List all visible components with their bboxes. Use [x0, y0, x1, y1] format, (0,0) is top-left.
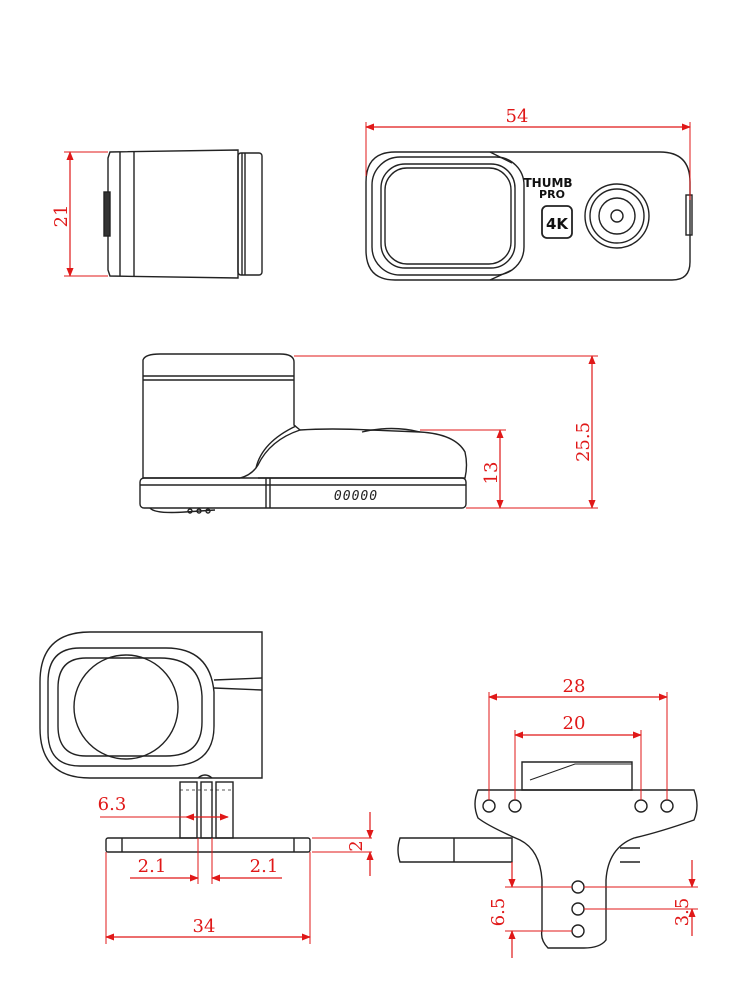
bracket-hole-span-label: 6.5	[488, 898, 509, 927]
profile-total-height-dimension: 25.5	[294, 355, 598, 509]
bracket-view	[397, 761, 698, 949]
product-logo-line2: PRO	[539, 188, 565, 201]
leg-width-dimensions: 2.1 2.1	[130, 838, 282, 884]
bracket-inner-holes-label: 20	[563, 713, 586, 734]
bracket-hole-pitch-label: 3.5	[672, 898, 693, 927]
plate-thickness-label: 2	[346, 840, 367, 851]
base-width-label: 34	[193, 916, 216, 937]
mount-gap-dimension: 6.3	[98, 794, 229, 821]
bracket-hole-pitch-dimension: 3.5	[584, 860, 698, 936]
profile-total-height-label: 25.5	[573, 422, 594, 462]
front-width-label: 54	[506, 106, 529, 127]
base-width-dimension: 34	[105, 852, 311, 944]
bracket-outer-holes-label: 28	[563, 676, 586, 697]
bracket-hole-span-dimension: 6.5	[488, 862, 572, 958]
profile-view	[139, 353, 468, 514]
front-width-dimension: 54	[365, 106, 691, 200]
right-leg-label: 2.1	[250, 856, 279, 877]
vent-slots: 00000	[334, 489, 378, 504]
profile-body-height-dimension: 13	[420, 429, 506, 509]
bracket-outer-holes-dimension: 28	[488, 676, 668, 800]
mount-gap-label: 6.3	[98, 794, 127, 815]
side-height-label: 21	[51, 205, 72, 228]
front-view	[365, 151, 693, 281]
left-leg-label: 2.1	[138, 856, 167, 877]
bracket-inner-holes-dimension: 20	[514, 713, 642, 800]
profile-body-height-label: 13	[481, 462, 502, 485]
product-logo-line1: THUMB	[523, 176, 572, 190]
plate-thickness-dimension: 2	[312, 812, 374, 876]
side-view	[103, 149, 263, 279]
mount-front-view	[39, 631, 311, 853]
4k-badge-text: 4K	[546, 215, 569, 233]
side-height-dimension: 21	[51, 151, 108, 277]
